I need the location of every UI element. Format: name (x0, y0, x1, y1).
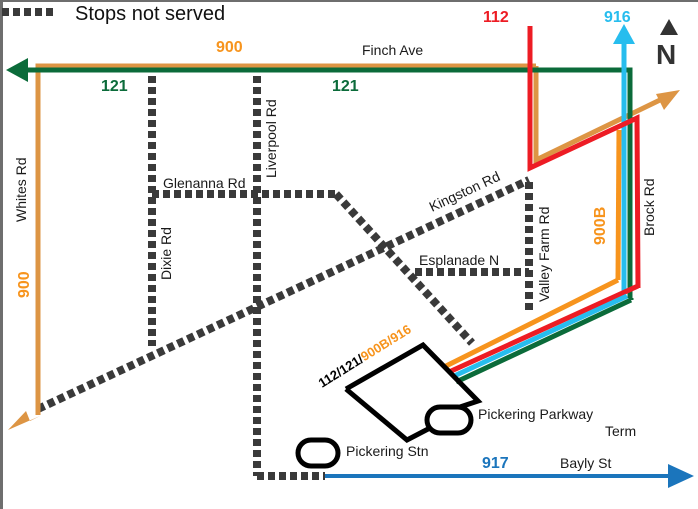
glenanna-diagonal-dotted (333, 191, 475, 346)
pickering-parkway-label-1: Pickering Parkway (478, 406, 593, 422)
route-900 (8, 63, 680, 430)
road-label-esplanade: Esplanade N (419, 252, 499, 268)
route-916-arrow-north (613, 24, 635, 44)
route-label-900-side: 900 (16, 271, 33, 298)
compass-label: N (656, 39, 676, 70)
legend-label: Stops not served (75, 3, 225, 25)
route-label-916: 916 (604, 9, 631, 26)
map-frame-left (0, 0, 3, 509)
map-frame-top (0, 0, 698, 2)
road-label-liverpool: Liverpool Rd (263, 99, 279, 178)
road-label-brock: Brock Rd (641, 178, 657, 236)
route-917-arrow-east (668, 464, 694, 488)
road-label-finch: Finch Ave (362, 42, 423, 58)
route-916 (613, 24, 635, 292)
trunk-900B (444, 277, 620, 369)
trunk-916 (450, 293, 629, 380)
route-label-900-top: 900 (216, 39, 243, 56)
road-label-glenanna: Glenanna Rd (163, 175, 246, 191)
route-900-arrow-sw (8, 411, 40, 430)
route-917 (325, 464, 694, 488)
route-label-900B: 900B (592, 207, 609, 245)
route-label-121-left: 121 (101, 78, 128, 95)
kingston-rd-dotted (36, 176, 531, 413)
route-label-917: 917 (482, 455, 509, 472)
route-trunk-bundle (444, 277, 640, 385)
route-121-arrow-west (6, 58, 28, 82)
pickering-stn-loop (295, 437, 341, 469)
road-label-dixie: Dixie Rd (158, 227, 174, 280)
route-121 (6, 58, 633, 298)
pickering-parkway-term-loop (424, 404, 474, 436)
route-900-arrow-ne (656, 90, 680, 110)
terminal-loop (295, 341, 483, 469)
pickering-stn-label: Pickering Stn (346, 443, 428, 459)
not-served-roads (36, 76, 533, 480)
trunk-121 (454, 297, 633, 385)
route-112 (527, 26, 641, 289)
route-label-121-right: 121 (332, 78, 359, 95)
pickering-parkway-label-2: Term (605, 423, 636, 439)
road-label-kingston: Kingston Rd (427, 168, 503, 215)
road-label-whites: Whites Rd (13, 157, 29, 222)
route-900B (615, 129, 622, 281)
trunk-112 (447, 283, 640, 375)
road-label-bayly: Bayly St (560, 455, 611, 471)
road-label-valley-farm: Valley Farm Rd (536, 207, 552, 302)
north-arrow-icon (660, 19, 678, 35)
compass: N (656, 19, 678, 70)
route-label-112: 112 (483, 9, 509, 26)
